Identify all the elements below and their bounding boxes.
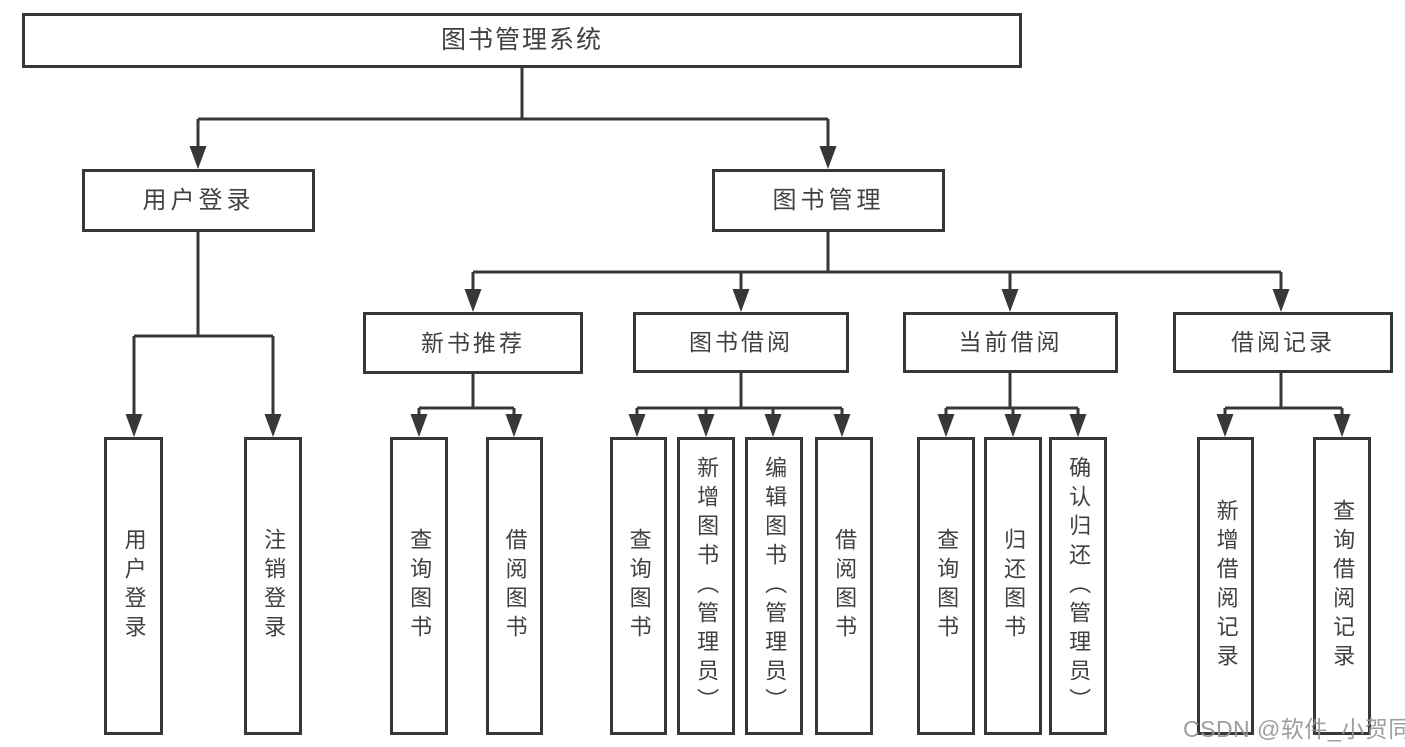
leaf-add-book-admin: 新增图书（管理员） [677,437,735,735]
node-user-login: 用户登录 [82,169,315,232]
connector-book-borrow [628,373,851,437]
connector-root [189,68,837,169]
leaf-edit-book-admin: 编辑图书（管理员） [745,437,803,735]
leaf-logout-label: 注销登录 [261,528,287,644]
leaf-confirm-return-admin-label: 确认归还（管理员） [1066,455,1092,717]
leaf-edit-book-admin-label: 编辑图书（管理员） [762,455,788,717]
leaf-query-books-borrow: 查询图书 [610,437,667,735]
node-user-login-label: 用户登录 [142,186,255,214]
csdn-watermark: CSDN @软件_小贺同学 [1183,716,1405,742]
leaf-return-book: 归还图书 [984,437,1042,735]
leaf-add-borrow-record: 新增借阅记录 [1197,437,1254,735]
leaf-confirm-return-admin: 确认归还（管理员） [1049,437,1107,735]
leaf-query-books-recommend-label: 查询图书 [407,528,433,644]
node-book-management-label: 图书管理 [772,186,885,214]
leaf-add-borrow-record-label: 新增借阅记录 [1213,499,1239,673]
node-new-book-recommend: 新书推荐 [363,312,583,374]
connector-user-login [125,232,282,437]
leaf-query-books-recommend: 查询图书 [390,437,448,735]
leaf-query-borrow-record-label: 查询借阅记录 [1330,499,1356,673]
leaf-query-books-current: 查询图书 [917,437,975,735]
connector-borrow-records [1216,373,1351,437]
node-current-borrow: 当前借阅 [903,312,1118,373]
leaf-borrow-books-recommend-label: 借阅图书 [502,528,528,644]
node-book-management: 图书管理 [712,169,945,232]
connector-new-book-recommend [410,374,523,437]
leaf-query-books-current-label: 查询图书 [934,528,960,644]
node-book-borrow: 图书借阅 [633,312,849,373]
leaf-borrow-books: 借阅图书 [815,437,873,735]
leaf-query-borrow-record: 查询借阅记录 [1313,437,1371,735]
leaf-return-book-label: 归还图书 [1001,528,1027,644]
node-borrow-records-label: 借阅记录 [1231,329,1335,355]
node-borrow-records: 借阅记录 [1173,312,1393,373]
node-new-book-recommend-label: 新书推荐 [421,329,525,356]
leaf-borrow-books-label: 借阅图书 [832,528,858,644]
leaf-borrow-books-recommend: 借阅图书 [486,437,543,735]
node-root: 图书管理系统 [22,13,1022,68]
node-book-borrow-label: 图书借阅 [689,329,793,355]
node-root-label: 图书管理系统 [440,26,603,54]
leaf-user-login-label: 用户登录 [121,528,147,644]
leaf-add-book-admin-label: 新增图书（管理员） [694,455,720,717]
connector-book-management [464,232,1290,312]
leaf-query-books-borrow-label: 查询图书 [626,528,652,644]
leaf-user-login: 用户登录 [104,437,163,735]
leaf-logout: 注销登录 [244,437,302,735]
connector-current-borrow [937,373,1087,437]
node-current-borrow-label: 当前借阅 [958,329,1063,355]
